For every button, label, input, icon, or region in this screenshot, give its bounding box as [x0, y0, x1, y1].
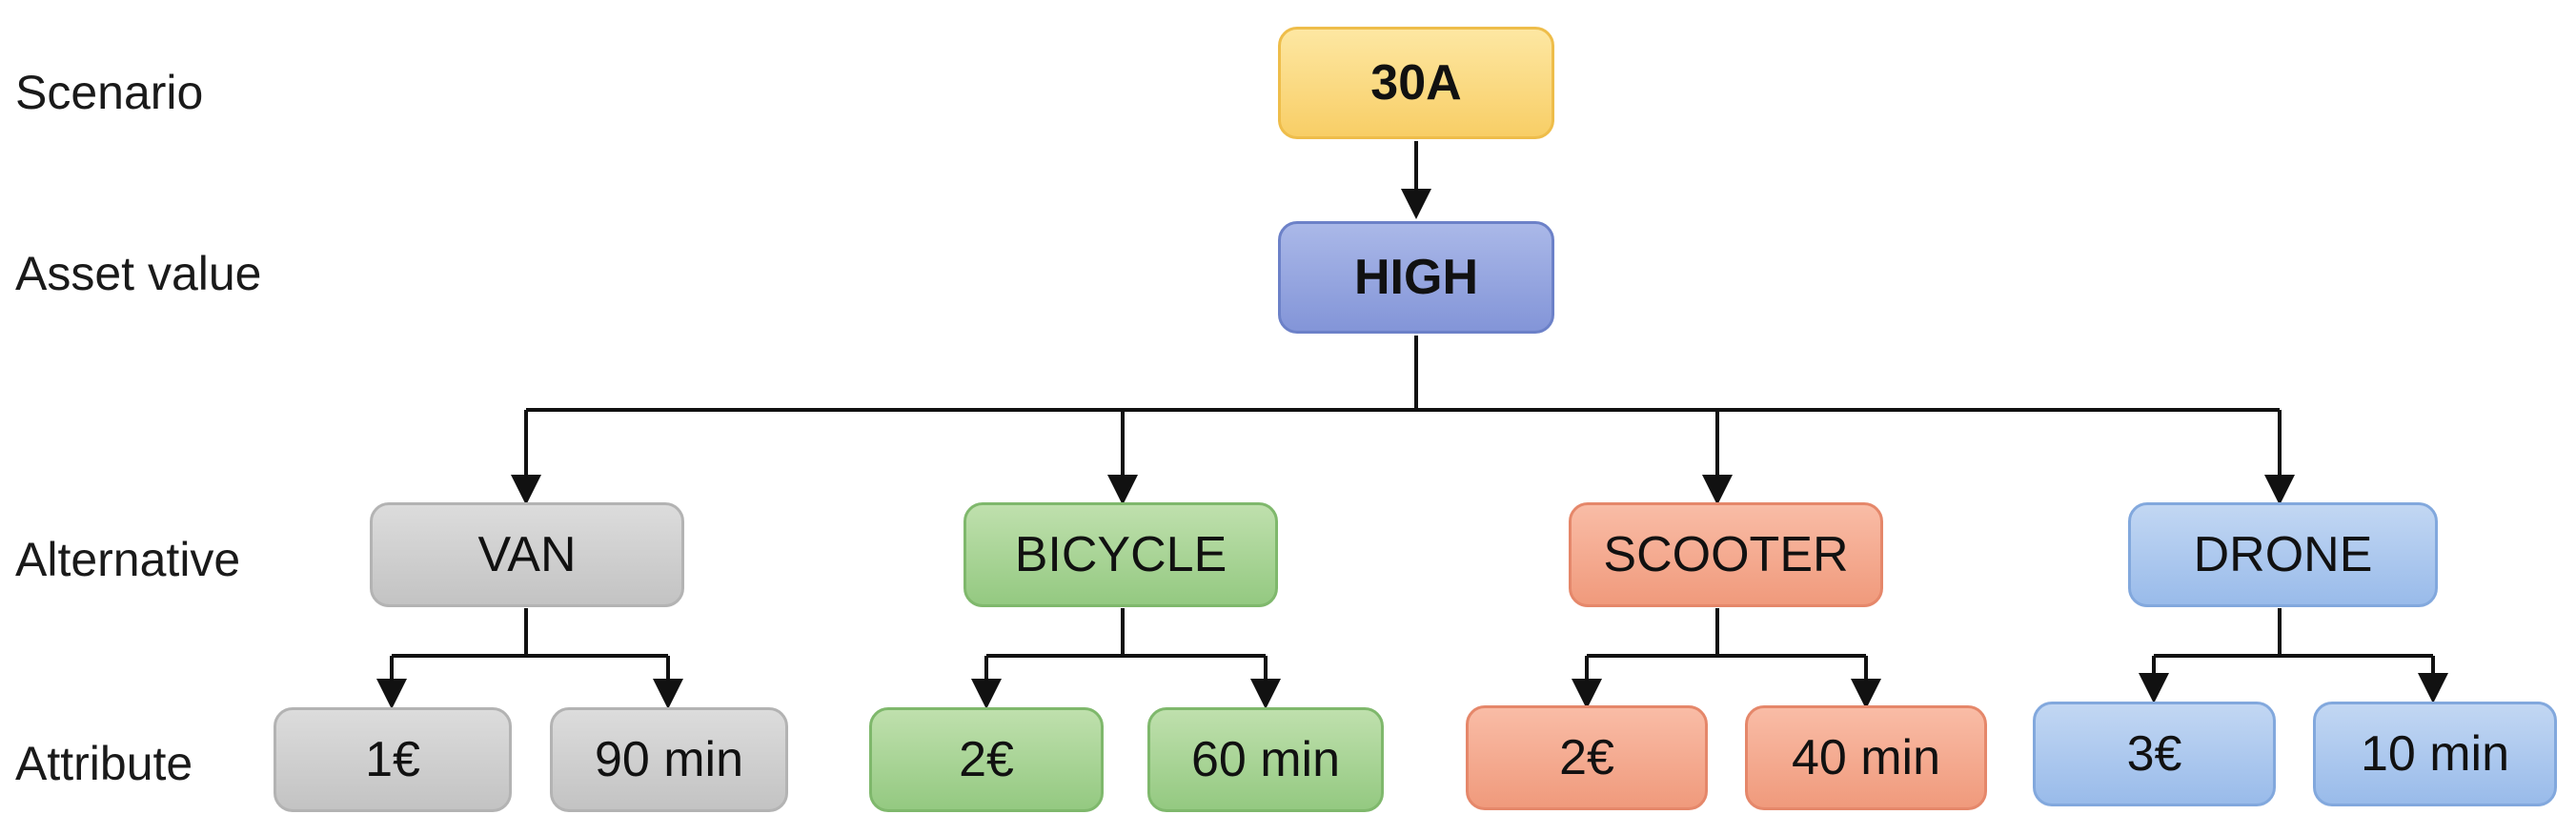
attribute-scooter-cost: 2€: [1466, 705, 1708, 810]
scenario-node: 30A: [1278, 27, 1554, 139]
attribute-van-time: 90 min: [550, 707, 788, 812]
row-label-asset-value: Asset value: [15, 247, 262, 300]
asset-value-node: HIGH: [1278, 221, 1554, 334]
row-label-alternative: Alternative: [15, 533, 241, 586]
alternative-van-node: VAN: [370, 502, 684, 607]
alternative-bicycle-node: BICYCLE: [963, 502, 1278, 607]
attribute-scooter-time: 40 min: [1745, 705, 1987, 810]
attribute-drone-time: 10 min: [2313, 702, 2557, 806]
alternative-drone-node: DRONE: [2128, 502, 2438, 607]
row-label-attribute: Attribute: [15, 737, 193, 790]
attribute-drone-cost: 3€: [2033, 702, 2276, 806]
alternative-scooter-node: SCOOTER: [1569, 502, 1883, 607]
row-label-scenario: Scenario: [15, 66, 204, 119]
attribute-van-cost: 1€: [274, 707, 512, 812]
attribute-bicycle-cost: 2€: [869, 707, 1104, 812]
attribute-bicycle-time: 60 min: [1147, 707, 1384, 812]
